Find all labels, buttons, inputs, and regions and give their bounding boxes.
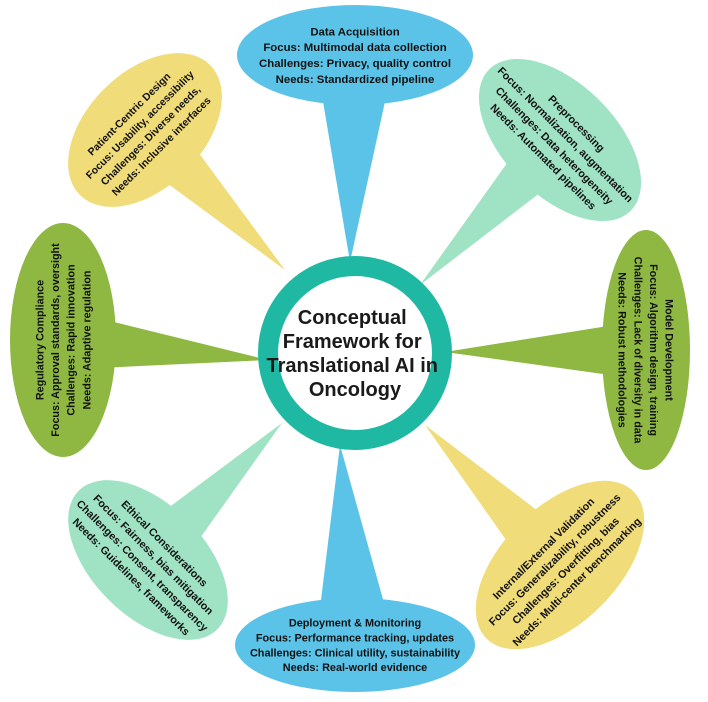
bubble-detail-line: Challenges: Lack of diversity in data — [631, 257, 643, 445]
bubble-detail-line: Focus: Multimodal data collection — [263, 42, 446, 54]
bubble-patient-centric: Patient-Centric DesignFocus: Usability, … — [68, 53, 285, 270]
center-title: Conceptual Framework for Translational A… — [266, 307, 443, 401]
bubble-body — [10, 223, 116, 457]
bubble-detail-line: Focus: Algorithm design, training — [647, 264, 659, 436]
bubble-text: Model Development Focus: Algorithm design… — [616, 257, 675, 445]
bubble-heading: Regulatory Compliance — [34, 280, 46, 400]
bubble-pointer — [445, 320, 647, 380]
bubble-body — [68, 53, 222, 207]
bubble-heading: Data Acquisition — [310, 26, 399, 38]
bubble-detail-line: Focus: Performance tracking, updates — [256, 632, 454, 644]
bubble-pointer — [315, 54, 395, 262]
bubble-detail-line: Challenges: Clinical utility, sustainabi… — [250, 647, 460, 659]
bubble-preprocessing: PreprocessingFocus: Normalization, augme… — [420, 58, 642, 285]
bubble-detail-line: Focus: Approval standards, oversight — [50, 243, 62, 437]
bubble-detail-line: Needs: Standardized pipeline — [276, 74, 435, 86]
bubble-detail-line: Needs: Real-world evidence — [283, 662, 427, 674]
bubble-detail-line: Challenges: Privacy, quality control — [259, 58, 451, 70]
bubble-heading: Model Development — [663, 299, 675, 401]
bubble-pointer — [315, 445, 395, 648]
center-title-line: Framework for — [283, 331, 422, 353]
bubble-detail-line: Needs: Adaptive regulation — [81, 271, 93, 410]
bubble-regulatory: Regulatory Compliance Focus: Approval sta… — [10, 223, 268, 457]
bubble-body — [602, 230, 690, 470]
center-ring — [258, 256, 452, 450]
center-title-line: Oncology — [309, 379, 402, 401]
bubble-heading: Deployment & Monitoring — [289, 618, 421, 630]
bubble-detail-line: Needs: Robust methodologies — [616, 272, 628, 428]
bubble-body — [475, 480, 645, 650]
bubble-model-development: Model Development Focus: Algorithm design… — [445, 230, 690, 470]
bubble-ethical: Ethical ConsiderationsFocus: Fairness, b… — [68, 423, 282, 640]
bubble-detail-line: Challenges: Rapid innovation — [66, 264, 78, 415]
bubble-body — [235, 598, 475, 692]
bubble-text: Regulatory Compliance Focus: Approval sta… — [34, 243, 93, 437]
bubble-body — [478, 58, 642, 222]
center-hub: Conceptual Framework for Translational A… — [258, 256, 452, 450]
center-title-line: Translational AI in — [266, 355, 438, 377]
bubble-body — [68, 480, 228, 640]
center-title-line: Conceptual — [298, 307, 407, 329]
bubble-body — [237, 5, 473, 105]
